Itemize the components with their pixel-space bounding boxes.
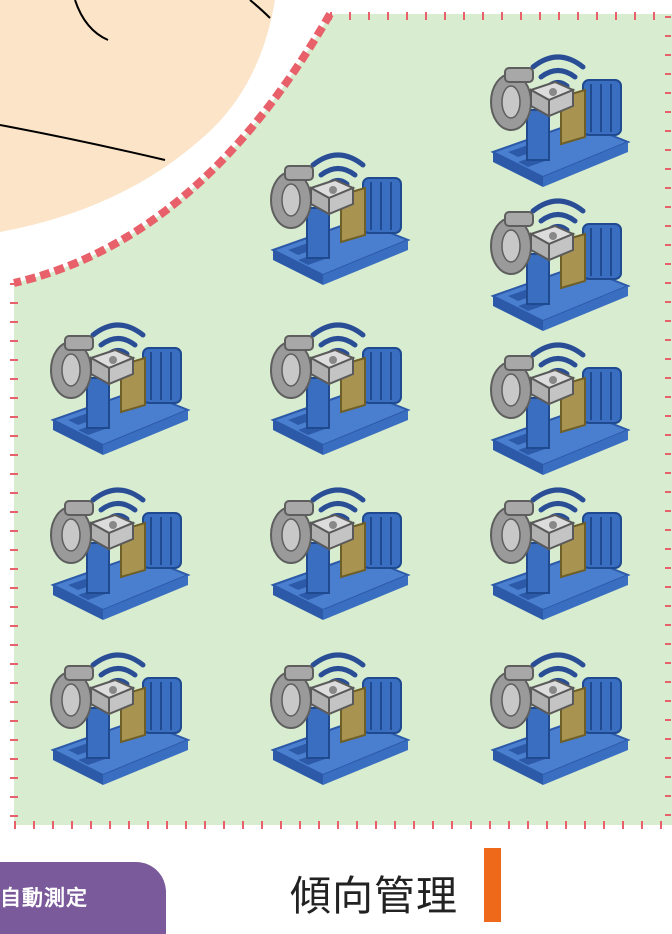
badge-label: 自動測定 [0, 882, 88, 912]
wireless-pump-icon [263, 475, 413, 625]
wireless-pump-icon [483, 330, 633, 480]
wireless-pump-icon [263, 140, 413, 290]
wireless-pump-icon [483, 640, 633, 790]
wireless-pump-icon [483, 475, 633, 625]
wireless-pump-icon [43, 475, 193, 625]
trend-management-title: 傾向管理 [290, 862, 458, 922]
wireless-pump-icon [483, 186, 633, 336]
wireless-pump-icon [43, 310, 193, 460]
auto-measure-badge: 自動測定 [0, 862, 166, 934]
title-accent-bar [484, 848, 501, 922]
wireless-pump-icon [263, 310, 413, 460]
wireless-pump-icon [263, 640, 413, 790]
wireless-pump-icon [43, 640, 193, 790]
wireless-pump-icon [483, 42, 633, 192]
